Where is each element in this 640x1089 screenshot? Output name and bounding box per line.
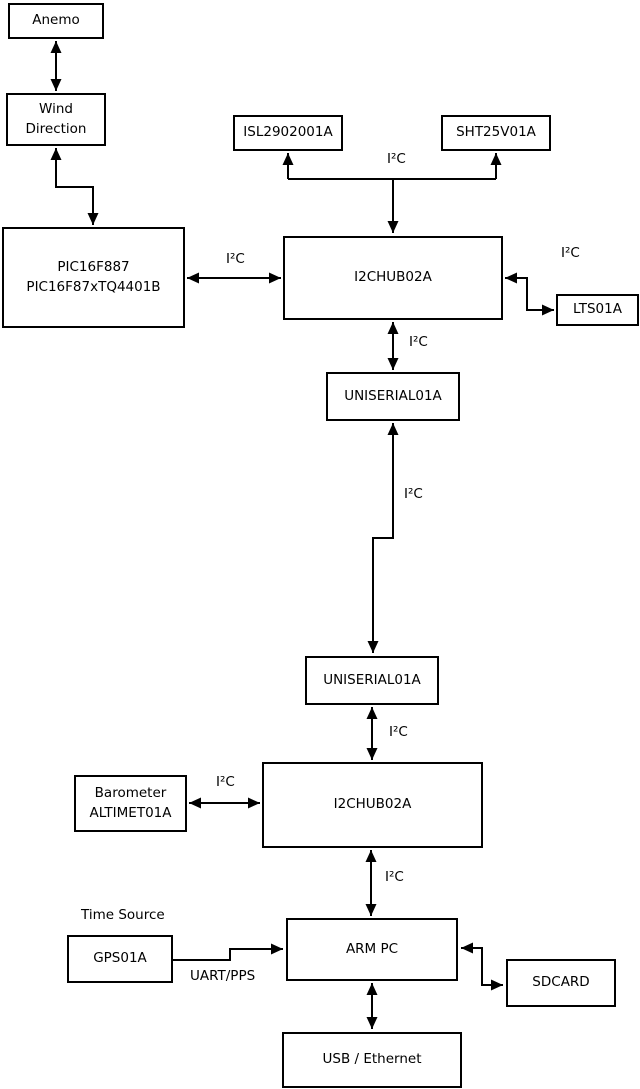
node-lts01a: LTS01A (556, 294, 639, 326)
node-uniserial01a-upper: UNISERIAL01A (326, 372, 460, 421)
node-barometer-altimet01a: Barometer ALTIMET01A (74, 775, 187, 832)
node-uniserial01a-lower: UNISERIAL01A (305, 656, 439, 705)
label-i2c-barometer-hub: I²C (216, 774, 235, 790)
label-i2c-sensor-branch: I²C (387, 151, 406, 167)
edge-i2chub-upper-lts (505, 272, 554, 316)
edge-uniserial-upper-uniserial-lower (367, 423, 399, 653)
node-isl2902001a: ISL2902001A (233, 115, 343, 151)
label-i2c-uniserial-link: I²C (404, 486, 423, 502)
label-uart-pps: UART/PPS (190, 968, 256, 984)
label-i2c-hub-lts: I²C (561, 245, 580, 261)
node-i2chub02a-lower: I2CHUB02A (262, 762, 483, 848)
label-i2c-hub-uniserial-upper: I²C (409, 334, 428, 350)
node-gps01a: GPS01A (67, 935, 173, 983)
node-i2chub02a-upper: I2CHUB02A (283, 236, 503, 320)
label-i2c-pic-hub: I²C (226, 251, 245, 267)
label-i2c-uniserial-hub-lower: I²C (389, 724, 408, 740)
label-i2c-hub-armpc: I²C (385, 869, 404, 885)
node-arm-pc: ARM PC (286, 918, 458, 981)
edge-armpc-sdcard (461, 942, 503, 991)
node-pic16f887: PIC16F887 PIC16F87xTQ4401B (2, 227, 185, 328)
node-sht25v01a: SHT25V01A (441, 115, 551, 151)
label-time-source: Time Source (81, 907, 165, 923)
edge-winddirection-pic (50, 148, 99, 225)
edge-gps-armpc (173, 943, 283, 961)
node-anemo: Anemo (8, 3, 104, 39)
node-sdcard: SDCARD (506, 959, 616, 1007)
node-wind-direction: Wind Direction (6, 93, 106, 146)
node-usb-ethernet: USB / Ethernet (282, 1032, 462, 1088)
